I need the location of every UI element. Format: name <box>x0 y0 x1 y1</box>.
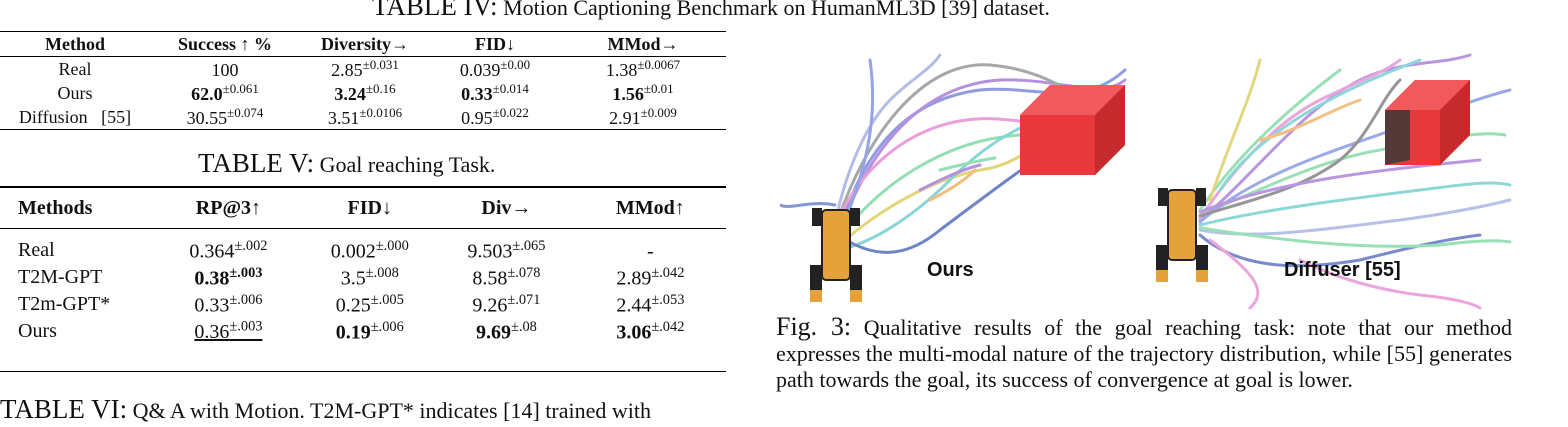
table4-cell-method: Diffusion [55] <box>0 105 150 130</box>
table5-cell: 3.06±.042 <box>616 318 685 344</box>
table4-cell: 2.85±0.031 <box>331 57 399 80</box>
trajectory-lines-ours <box>780 53 1127 254</box>
table5-cell: - <box>647 240 654 263</box>
table5-header-div: Div→ <box>438 186 575 229</box>
table5-cell-method: T2m-GPT* <box>18 293 111 315</box>
table4-header-fid: FID↓ <box>430 31 560 57</box>
table4-cell: 1.56±0.01 <box>612 81 674 104</box>
table5-caption: TABLE V: Goal reaching Task. <box>198 148 495 179</box>
table5-header-fid: FID↓ <box>301 186 439 229</box>
figure3-caption: Fig. 3: Qualitative results of the goal … <box>776 314 1512 393</box>
table5-spacer <box>0 229 726 238</box>
figure3-caption-text: Qualitative results of the goal reaching… <box>776 315 1512 392</box>
figure3-left-panel <box>780 53 1127 302</box>
figure3-caption-label: Fig. 3: <box>776 312 852 341</box>
table-row: Ours 62.0±0.061 3.24±0.16 0.33±0.014 1.5… <box>0 81 726 105</box>
table4-cell: 0.33±0.014 <box>461 81 529 104</box>
table6-caption-label: TABLE VI: <box>0 394 128 424</box>
table-row: Ours 0.36±.003 0.19±.006 9.69±.08 3.06±.… <box>0 318 726 345</box>
table5-cell: 0.33±.006 <box>194 291 263 317</box>
table4-cell: 3.51±0.0106 <box>300 105 430 130</box>
table4-cell: 30.55±0.074 <box>150 105 300 130</box>
table5-cell: 9.503±.065 <box>467 237 546 263</box>
table5-caption-label: TABLE V: <box>198 148 315 178</box>
table5-cell: 9.26±.071 <box>472 291 541 317</box>
table5-cell-method: Ours <box>18 320 57 342</box>
figure3-illustration <box>780 53 1512 310</box>
table5: Methods RP@3↑ FID↓ Div→ MMod↑ Real 0.364… <box>0 186 726 372</box>
table4-cell: 0.039±0.00 <box>459 57 531 80</box>
table4-cell: 1.38±0.0067 <box>605 57 681 80</box>
table4: Method Success ↑ % Diversity→ FID↓ MMod→… <box>0 31 726 130</box>
table4-cell: 0.95±0.022 <box>430 105 560 130</box>
table5-cell: 3.5±.008 <box>340 264 399 290</box>
table5-cell-method: T2M-GPT <box>18 266 103 288</box>
table4-caption: TABLE IV: Motion Captioning Benchmark on… <box>372 0 1050 22</box>
goal-cube-left <box>1020 85 1125 175</box>
table5-cell: 2.89±.042 <box>616 264 685 290</box>
table-row: T2M-GPT 0.38±.003 3.5±.008 8.58±.078 2.8… <box>0 264 726 291</box>
robot-icon-right <box>1156 188 1208 282</box>
table-row: T2m-GPT* 0.33±.006 0.25±.005 9.26±.071 2… <box>0 291 726 318</box>
table6-caption: TABLE VI: Q& A with Motion. T2M-GPT* ind… <box>0 394 651 425</box>
table5-cell: 0.19±.006 <box>335 318 404 344</box>
goal-cube-right <box>1385 80 1470 165</box>
table5-cell: 0.36±.003 <box>194 318 263 344</box>
table6-caption-text: Q& A with Motion. T2M-GPT* indicates [14… <box>132 398 651 423</box>
table4-caption-label: TABLE IV: <box>372 0 498 21</box>
figure3-label-ours: Ours <box>927 259 974 281</box>
table4-caption-text: Motion Captioning Benchmark on HumanML3D… <box>503 0 1050 20</box>
table5-cell: 9.69±.08 <box>475 318 537 344</box>
table-row: Diffusion [55] 30.55±0.074 3.51±0.0106 0… <box>0 105 726 130</box>
table5-cell: 8.58±.078 <box>472 264 541 290</box>
table-row: Real 0.364±.002 0.002±.000 9.503±.065 - <box>0 237 726 264</box>
figure3-label-diffuser: Diffuser [55] <box>1284 259 1401 281</box>
table4-header-row: Method Success ↑ % Diversity→ FID↓ MMod→ <box>0 31 726 57</box>
figure3-right-panel <box>1156 53 1512 310</box>
table5-header-mmod: MMod↑ <box>574 186 726 229</box>
table4-cell: 62.0±0.061 <box>191 81 259 104</box>
table4-cell: 3.24±0.16 <box>334 81 396 104</box>
table4-header-mmod: MMod→ <box>560 31 726 57</box>
robot-icon-left <box>810 208 862 302</box>
table5-spacer <box>0 345 726 372</box>
table4-header-diversity: Diversity→ <box>300 31 430 57</box>
table4-header-success: Success ↑ % <box>150 31 300 57</box>
table5-cell-method: Real <box>18 239 55 261</box>
table5-caption-text: Goal reaching Task. <box>319 152 496 177</box>
table5-cell: 0.38±.003 <box>194 264 263 290</box>
table4-cell-method: Ours <box>57 82 93 103</box>
table4-cell-method: Real <box>58 58 92 79</box>
table5-header-row: Methods RP@3↑ FID↓ Div→ MMod↑ <box>0 186 726 229</box>
table5-cell: 0.364±.002 <box>189 237 268 263</box>
table-row: Real 100 2.85±0.031 0.039±0.00 1.38±0.00… <box>0 57 726 82</box>
table5-cell: 0.25±.005 <box>335 291 404 317</box>
table5-header-methods: Methods <box>0 186 156 229</box>
table5-header-rp3: RP@3↑ <box>155 186 302 229</box>
table5-cell: 0.002±.000 <box>330 237 409 263</box>
table4-header-method: Method <box>0 31 150 57</box>
table5-cell: 2.44±.053 <box>616 291 685 317</box>
table4-cell: 100 <box>211 60 239 80</box>
table4-cell: 2.91±0.009 <box>560 105 726 130</box>
